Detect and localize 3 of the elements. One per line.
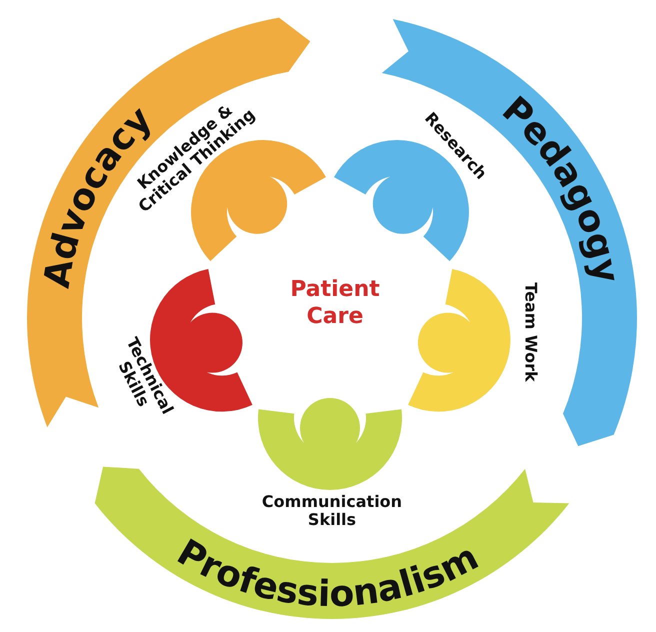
figure-label: Team Work	[522, 282, 540, 382]
figure-label: Communication Skills	[260, 493, 404, 529]
center-label: Patient Care	[289, 276, 381, 330]
